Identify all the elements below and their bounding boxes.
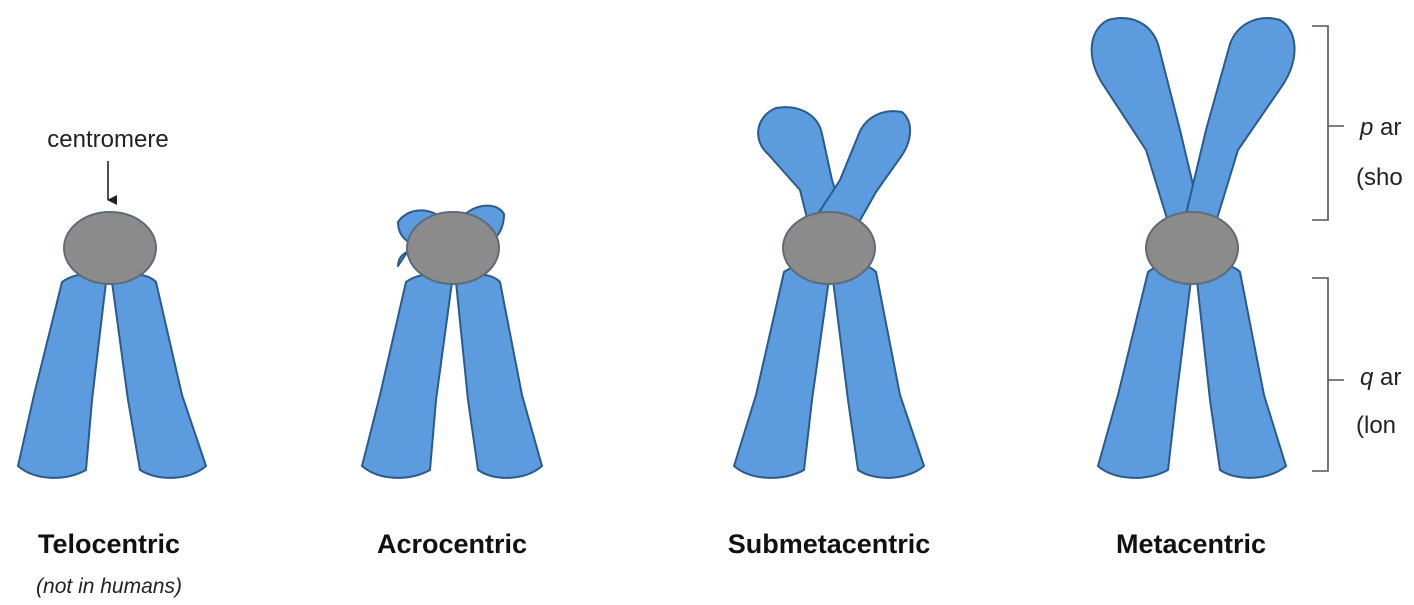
submetacentric-name: Submetacentric	[728, 529, 931, 559]
p-arm-description: (sho	[1356, 164, 1403, 191]
metacentric-right-q-arm	[1196, 265, 1286, 478]
q-arm-letter: q	[1360, 364, 1374, 391]
telocentric-left-q-arm	[18, 275, 106, 478]
submetacentric-right-q-arm	[832, 265, 924, 478]
acrocentric-chromosome	[362, 206, 542, 478]
metacentric-right-p-arm	[1186, 18, 1295, 222]
metacentric-left-q-arm	[1098, 265, 1192, 478]
telocentric-centromere	[64, 212, 156, 284]
acrocentric-centromere	[407, 212, 499, 284]
q-arm-description: (lon	[1356, 412, 1396, 439]
acrocentric-right-q-arm	[456, 275, 542, 478]
metacentric-left-p-arm	[1092, 18, 1200, 222]
q-arm-label: q ar	[1360, 364, 1401, 391]
q-arm-word: ar	[1373, 364, 1401, 391]
acrocentric-left-q-arm	[362, 275, 452, 478]
p-arm-bracket	[1312, 26, 1344, 220]
submetacentric-centromere	[783, 212, 875, 284]
metacentric-centromere	[1146, 212, 1238, 284]
p-arm-word: ar	[1373, 114, 1401, 141]
centromere-label: centromere	[47, 126, 168, 153]
telocentric-right-q-arm	[112, 275, 206, 478]
submetacentric-left-q-arm	[734, 265, 830, 478]
metacentric-chromosome	[1092, 18, 1295, 478]
q-arm-bracket	[1312, 278, 1344, 471]
telocentric-chromosome	[18, 212, 206, 478]
p-arm-letter: p	[1359, 114, 1373, 141]
telocentric-name: Telocentric	[38, 529, 180, 559]
telocentric-note: (not in humans)	[36, 575, 182, 598]
p-arm-label: p ar	[1359, 114, 1401, 141]
metacentric-name: Metacentric	[1116, 529, 1266, 559]
acrocentric-name: Acrocentric	[377, 529, 527, 559]
submetacentric-chromosome	[734, 107, 924, 478]
